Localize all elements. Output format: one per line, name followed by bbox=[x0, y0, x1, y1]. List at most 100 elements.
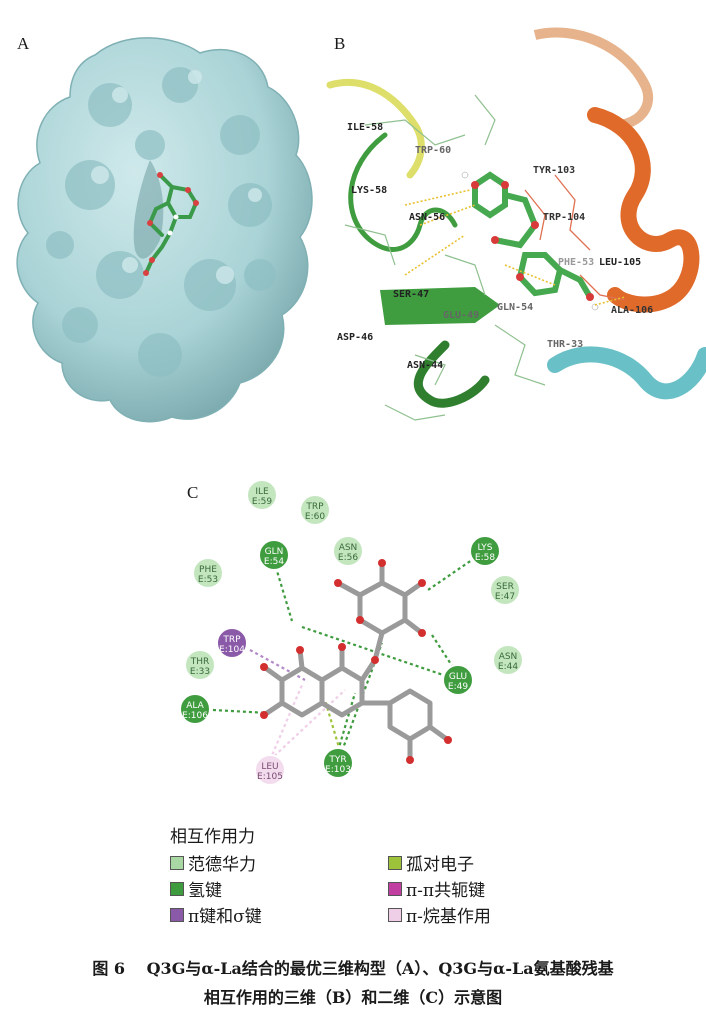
legend-title: 相互作用力 bbox=[170, 827, 255, 847]
residue-name: THR bbox=[190, 657, 210, 667]
panel-a-surface-figure bbox=[16, 37, 313, 423]
residue-name: TYR bbox=[328, 755, 346, 765]
residue-label-ile58: ILE-58 bbox=[347, 122, 383, 133]
panel-b-ribbon-figure: ILE-58 TRP-60 LYS-58 ASN-56 TYR-103 TRP-… bbox=[326, 27, 706, 421]
residue-name: ASN bbox=[339, 543, 358, 553]
residue-label-trp104: TRP-104 bbox=[543, 212, 585, 223]
legend-swatch-hbond bbox=[170, 881, 184, 896]
legend-item-lonepair: 孤对电子 bbox=[388, 850, 474, 875]
legend-label-pipi: π-π共轭键 bbox=[406, 881, 486, 901]
residue-circle bbox=[258, 539, 290, 571]
orange-side-chains bbox=[524, 174, 626, 301]
residue-chain: E:33 bbox=[190, 667, 210, 677]
figure-caption-line1: 图 6 Q3G与α-La结合的最优三维构型（A）、Q3G与α-La氨基酸残基 bbox=[92, 959, 614, 978]
ligand-3d bbox=[461, 171, 599, 311]
residue-circle bbox=[192, 557, 224, 589]
ribbon-orange-helix bbox=[587, 107, 700, 313]
residue-chain: E:60 bbox=[305, 512, 325, 522]
residue-name: ASN bbox=[499, 652, 518, 662]
residue-circle bbox=[184, 649, 216, 681]
legend-label-pialkyl: π-烷基作用 bbox=[406, 907, 491, 927]
residue-label-leu105: LEU-105 bbox=[599, 257, 641, 268]
residue-chain: E:44 bbox=[498, 662, 518, 672]
ligand-sticks bbox=[143, 172, 199, 276]
residue-label-thr33: THR-33 bbox=[547, 339, 583, 350]
residue-circle bbox=[216, 627, 248, 659]
ribbon-cyan bbox=[547, 346, 706, 400]
residue-label-ser47: SER-47 bbox=[393, 289, 429, 300]
residue-circle bbox=[492, 644, 524, 676]
residue-circle bbox=[322, 747, 354, 779]
legend-swatch-pipi bbox=[388, 881, 402, 896]
residue-circle bbox=[442, 664, 474, 696]
legend-label-hbond: 氢键 bbox=[188, 881, 222, 901]
residue-name: PHE bbox=[199, 565, 217, 575]
residue-name: TRP bbox=[305, 502, 324, 512]
residue-name: SER bbox=[496, 582, 514, 592]
legend-swatch-lonepair bbox=[388, 855, 402, 870]
residue-chain: E:53 bbox=[198, 575, 218, 585]
residue-label-asn44: ASN-44 bbox=[407, 360, 443, 371]
legend-swatch-pisigma bbox=[170, 907, 184, 922]
residue-circle bbox=[179, 693, 211, 725]
residue-chain: E:104 bbox=[219, 645, 245, 655]
ribbon-green-sheet bbox=[380, 287, 500, 325]
residue-circle bbox=[254, 754, 286, 786]
q3g-molecule bbox=[261, 560, 451, 763]
residue-circle bbox=[299, 494, 331, 526]
residue-circle bbox=[489, 574, 521, 606]
residue-label-phe53: PHE-53 bbox=[558, 257, 594, 268]
oxygen-atoms bbox=[260, 559, 452, 764]
residue-label-glu49: GLU-49 bbox=[443, 310, 479, 321]
legend-label-vdw: 范德华力 bbox=[188, 855, 256, 875]
residue-name: LYS bbox=[477, 543, 492, 553]
residue-chain: E:56 bbox=[338, 553, 358, 563]
residue-name: TRP bbox=[222, 635, 241, 645]
residue-circle bbox=[469, 535, 501, 567]
figure-caption-line2: 相互作用的三维（B）和二维（C）示意图 bbox=[203, 988, 503, 1007]
residue-chain: E:103 bbox=[325, 765, 351, 775]
residue-name: GLU bbox=[449, 672, 467, 682]
legend-swatch-vdw bbox=[170, 855, 184, 870]
legend-label-pisigma: π键和σ键 bbox=[188, 907, 262, 927]
residue-name: ILE bbox=[255, 487, 269, 497]
ribbon-yellow bbox=[326, 78, 425, 179]
residue-label-lys58: LYS-58 bbox=[351, 185, 387, 196]
legend-item-hbond: 氢键 bbox=[170, 876, 222, 901]
legend-item-pisigma: π键和σ键 bbox=[170, 902, 262, 927]
residue-chain: E:59 bbox=[252, 497, 272, 507]
legend-label-lonepair: 孤对电子 bbox=[406, 855, 474, 875]
panel-a-label: A bbox=[17, 34, 30, 53]
residue-label-asn56: ASN-56 bbox=[409, 212, 445, 223]
ribbon-green-lower bbox=[413, 340, 490, 408]
legend-item-pialkyl: π-烷基作用 bbox=[388, 902, 491, 927]
residue-chain: E:49 bbox=[448, 682, 468, 692]
residue-chain: E:105 bbox=[257, 772, 283, 782]
residue-chain: E:106 bbox=[182, 711, 208, 721]
residue-label-ala106: ALA-106 bbox=[611, 305, 653, 316]
residue-chain: E:47 bbox=[495, 592, 515, 602]
residue-chain: E:58 bbox=[475, 553, 495, 563]
hbond-lines bbox=[404, 189, 626, 306]
residue-name: ALA bbox=[186, 701, 204, 711]
panel-b-label: B bbox=[334, 34, 346, 53]
residue-circle bbox=[332, 535, 364, 567]
legend-item-vdw: 范德华力 bbox=[170, 850, 256, 875]
residue-circle bbox=[246, 479, 278, 511]
residue-label-gln54: GLN-54 bbox=[497, 302, 533, 313]
